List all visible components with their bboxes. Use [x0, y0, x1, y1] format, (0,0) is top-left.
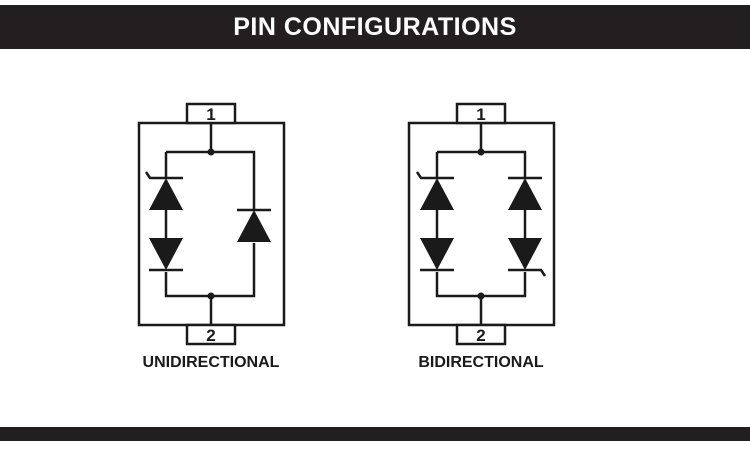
bidirectional-package	[407, 102, 556, 346]
bidirectional-caption: BIDIRECTIONAL	[418, 354, 544, 371]
tvs-diode-left-upper	[144, 171, 183, 210]
unidirectional-pin-2-label: 2	[206, 326, 215, 345]
junction-dot	[207, 292, 215, 300]
tvs-diode-left-lower	[420, 238, 454, 272]
circuit-loop	[435, 150, 527, 298]
tvs-diode-left-upper	[415, 171, 454, 210]
tvs-diode-right	[237, 208, 271, 243]
unidirectional-pin-1-label: 1	[206, 105, 215, 124]
bidirectional-pin-2-label: 2	[476, 326, 485, 345]
tvs-diode-right-lower	[508, 238, 547, 277]
page-title: PIN CONFIGURATIONS	[233, 12, 517, 41]
junction-dot	[477, 292, 485, 300]
bidirectional-pin-1-label: 1	[476, 105, 485, 124]
junction-dot	[207, 148, 215, 156]
unidirectional-caption: UNIDIRECTIONAL	[143, 354, 280, 371]
header-bar: PIN CONFIGURATIONS	[0, 5, 750, 49]
junction-dot	[477, 148, 485, 156]
footer-bar	[0, 427, 750, 441]
tvs-diode-right-upper	[508, 176, 542, 210]
tvs-diode-left-lower	[149, 238, 183, 272]
unidirectional-package	[137, 102, 286, 346]
